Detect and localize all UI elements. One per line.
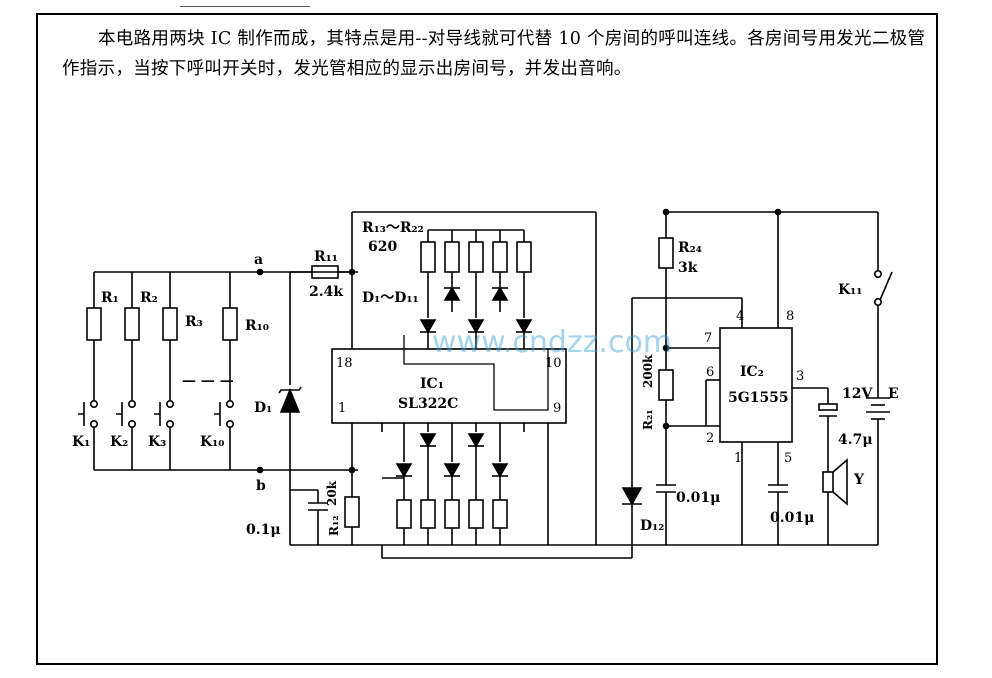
ic2-pin5: 5 — [784, 451, 792, 466]
ic1-pin9: 9 — [553, 401, 561, 416]
ic1-pin10: 10 — [545, 356, 562, 371]
r21-label: R₂₁ — [641, 410, 655, 430]
k2-label: K₂ — [110, 434, 128, 450]
ic2-pin8: 8 — [786, 309, 794, 324]
pushbutton-k2 — [116, 402, 123, 426]
d1-d11-label: D₁～D₁₁ — [362, 290, 419, 306]
node-a-label: a — [254, 252, 263, 268]
ic2-pin1: 1 — [734, 451, 742, 466]
resistor-r2 — [124, 307, 140, 341]
r13-r22-label: R₁₃～R₂₂ — [362, 220, 424, 236]
ic2-pin3: 3 — [796, 369, 804, 384]
r13-r22-value: 620 — [368, 239, 397, 255]
switch-k11 — [879, 271, 893, 301]
pushbutton-k3 — [154, 402, 161, 426]
r11-label: R₁₁ — [314, 249, 338, 265]
battery-voltage: 12V — [842, 386, 873, 402]
r24-value: 3k — [678, 260, 698, 276]
resistor-r24 — [658, 237, 674, 269]
ic2-pin4: 4 — [736, 309, 744, 324]
battery-label: E — [888, 386, 899, 402]
ic2-pin6: 6 — [706, 365, 714, 380]
r12-label: R₁₂ — [327, 516, 341, 536]
figure-frame — [36, 13, 938, 665]
ic2-label: IC₂ — [740, 364, 764, 380]
c2-value: 0.01μ — [676, 490, 720, 506]
r24-label: R₂₄ — [678, 240, 702, 256]
r10-label: R₁₀ — [245, 318, 269, 334]
resistor-r21 — [658, 369, 674, 401]
ic1-part: SL322C — [398, 396, 458, 412]
node-b-label: b — [256, 478, 266, 494]
c3-value: 0.01μ — [770, 510, 814, 526]
d1-label: D₁ — [254, 400, 272, 416]
pushbutton-k1 — [78, 402, 85, 426]
capacitor-c1 — [290, 489, 328, 545]
ic2-pin7: 7 — [704, 331, 712, 346]
ic1-pin1: 1 — [338, 401, 346, 416]
r3-label: R₃ — [185, 314, 203, 330]
ic2-pin2: 2 — [706, 431, 714, 446]
r11-value: 2.4k — [309, 284, 343, 300]
led-array-bottom — [381, 423, 549, 545]
r12-value: 20k — [325, 480, 339, 506]
capacitor-c4 — [818, 403, 838, 411]
resistor-r3 — [162, 307, 178, 341]
page-top-rule — [180, 0, 310, 7]
speaker-label: Y — [853, 472, 865, 488]
resistor-r10 — [222, 307, 238, 341]
led-array-top — [419, 272, 533, 349]
ic1-label: IC₁ — [420, 376, 444, 392]
d12-label: D₁₂ — [640, 518, 664, 534]
led-resistor-bank-top — [420, 229, 532, 273]
pushbutton-k10 — [214, 402, 221, 426]
c4-value: 4.7μ — [838, 432, 873, 448]
ic1-sl322c — [331, 348, 567, 424]
dash-label: — — — — [182, 373, 234, 389]
r21-value: 200k — [641, 354, 655, 388]
c1-value: 0.1μ — [246, 522, 281, 538]
circuit-description: 本电路用两块 IC 制作而成，其特点是用--对导线就可代替 10 个房间的呼叫连… — [62, 29, 926, 79]
k1-label: K₁ — [72, 434, 90, 450]
k3-label: K₃ — [148, 434, 166, 450]
resistor-r12 — [344, 496, 360, 528]
k11-label: K₁₁ — [838, 282, 862, 298]
zener-diode-d1 — [278, 272, 302, 545]
switch-bank — [78, 268, 358, 474]
r1-label: R₁ — [101, 290, 119, 306]
watermark: www.cndzz.com — [432, 325, 672, 360]
k10-label: K₁₀ — [200, 434, 224, 450]
ic1-pin18: 18 — [336, 356, 353, 371]
diode-d12 — [621, 297, 743, 520]
ic2-5g1555 — [719, 327, 793, 443]
resistor-r1 — [86, 307, 102, 341]
speaker-y — [822, 471, 834, 493]
ic2-part: 5G1555 — [728, 390, 789, 406]
battery-e — [866, 397, 890, 420]
r2-label: R₂ — [140, 290, 158, 306]
